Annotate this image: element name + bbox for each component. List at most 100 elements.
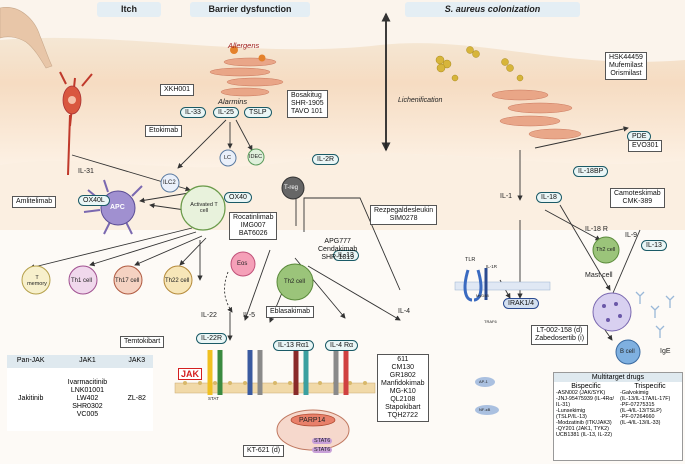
drug-rocatinlimab: Rocatinlimab <box>233 214 274 221</box>
jak-table-jak3: ZL-82 <box>127 395 146 403</box>
pill-il18bp: IL-18BP <box>573 166 609 177</box>
label-stat6-top: STAT6 <box>312 438 333 445</box>
drug-amlitelimab: Amlitelimab <box>12 196 57 209</box>
drug-orismilast: Orismilast <box>610 70 642 78</box>
label-th17-cell: Th17 cell <box>115 278 140 284</box>
drug-eblasakimab: Eblasakimab <box>266 306 315 319</box>
drug-bosakitug: Bosakitug <box>291 92 322 99</box>
label-allergens: Allergens <box>228 41 260 50</box>
bispecific-title: Bispecific <box>571 383 601 390</box>
jak-table-jak1-cell: Ivarmacitinib LNK01001 LW402 SHR0302 VC0… <box>54 368 120 431</box>
trispecific-3: (IL-4/IL-13/TSLP) <box>620 408 662 414</box>
bispecific-0: -ASN002 (JAK/SYK) <box>556 390 606 396</box>
drug-cmk389: CMK-389 <box>622 198 653 206</box>
label-il1: IL-1 <box>500 193 513 200</box>
drug-etokimab: Etokimab <box>145 125 183 138</box>
label-lichenification: Lichenification <box>398 97 443 104</box>
pill-il13ra1: IL-13 Rα1 <box>273 340 314 351</box>
jak-table-header-jak1: JAK1 <box>54 355 121 368</box>
drug-lnk01001: LNK01001 <box>70 387 104 395</box>
label-traf6: TRAF6 <box>484 319 497 324</box>
pill-il4ra: IL-4 Rα <box>325 340 359 351</box>
label-lc: LC <box>224 155 232 161</box>
trispecific-1: (IL-13/IL-17A/IL-17F) <box>620 396 671 402</box>
drug-vc005: VC005 <box>76 411 99 419</box>
label-th2-cell: Th2 cell <box>284 279 306 285</box>
drug-lt002158: LT-002-158 (d) <box>536 327 583 334</box>
drug-manfidokimab: Manfidokimab <box>381 380 425 388</box>
pill-il13: IL-13 <box>333 250 359 261</box>
trispecific-5: (IL-4/IL-13/IL-33) <box>620 420 661 426</box>
drug-shr1819: SHR-1819 <box>321 254 354 262</box>
jak-table-header-pan: Pan-JAK <box>7 355 55 368</box>
bispecific-5: -Modzatinib (ITK/JAK3) <box>556 420 612 426</box>
label-idec: IDEC <box>249 154 263 160</box>
label-treg: T-reg <box>284 185 299 191</box>
jak-inhibitor-table: Pan-JAK JAK1 JAK3 Jakitinib Ivarmacitini… <box>7 355 153 431</box>
drug-611: 611 <box>397 356 409 363</box>
label-mast-cell: Mast cell <box>585 272 613 279</box>
drug-tavo101: TAVO 101 <box>291 108 323 116</box>
pill-il33: IL-33 <box>180 107 206 118</box>
label-apc: APC <box>110 204 125 211</box>
drug-bat6026: BAT6026 <box>238 230 268 238</box>
drug-sim0278: SIM0278 <box>389 215 418 223</box>
label-th22-cell: Th22 cell <box>165 278 190 284</box>
drug-cendakimab: Cendakimab <box>318 246 358 254</box>
label-il9: IL-9 <box>625 232 638 239</box>
drug-hsk-group: HSK44459 Mufemilast Orismilast <box>605 52 647 81</box>
label-tlr: TLR <box>465 257 476 263</box>
drug-rezpeg-group: Rezpegaldesleukin SIM0278 <box>370 205 438 226</box>
label-alarmins: Alarmins <box>218 97 248 106</box>
label-ap1: AP-1 <box>479 379 488 384</box>
drug-ivarmacitinib: Ivarmacitinib <box>67 379 108 387</box>
label-jak: JAK <box>178 368 203 381</box>
pill-il2r: IL-2R <box>312 154 340 165</box>
drug-camoteskimab: Camoteskimab <box>614 190 661 197</box>
pill-ox40l: OX40L <box>78 195 110 206</box>
label-b-cell: B cell <box>620 349 635 355</box>
label-il1r: IL-1R <box>486 264 498 269</box>
trispecific-0: -Galvokimig <box>620 390 649 396</box>
pill-il22r: IL-22R <box>196 333 228 344</box>
drug-il4ra-group: 611 CM130 GR1802 Manfidokimab MG-K10 QL2… <box>377 354 429 423</box>
pill-il18: IL-18 <box>536 192 562 203</box>
drug-hsk44459: HSK44459 <box>609 54 643 61</box>
label-t-memory: T memory <box>27 275 47 288</box>
label-stat: STAT <box>208 396 219 401</box>
drug-gr1802: GR1802 <box>389 372 416 380</box>
label-eos: Eos <box>237 261 248 267</box>
label-ige: IgE <box>660 348 671 355</box>
label-activated-t-cell: Activated T cell <box>190 202 218 215</box>
label-il5: IL-5 <box>243 312 256 319</box>
drug-evo301: EVO301 <box>628 140 663 153</box>
drug-rezpegaldesleukin: Rezpegaldesleukin <box>374 207 434 214</box>
drug-shr0302: SHR0302 <box>72 403 103 411</box>
label-il31: IL-31 <box>78 168 94 175</box>
multitarget-drugs-panel: Multitarget drugs Bispecific -ASN002 (JA… <box>553 372 683 461</box>
drug-tqh2722: TQH2722 <box>387 412 418 420</box>
header-itch: Itch <box>97 2 161 17</box>
drug-kt621: KT-621 (d) <box>243 445 285 458</box>
drug-apg777-group: APG777 Cendakimab SHR-1819 <box>315 237 360 263</box>
trispecific-4: -PF-07264660 <box>620 414 655 420</box>
label-parp14: PARP14 <box>299 417 326 424</box>
drug-mufemilast: Mufemilast <box>609 62 643 70</box>
multitarget-title: Multitarget drugs <box>554 373 682 382</box>
label-myd88: MyD88 <box>476 293 489 298</box>
drug-img007: IMG007 <box>240 222 266 230</box>
header-s-aureus: S. aureus colonization <box>405 2 580 17</box>
drug-rocatinlimab-group: Rocatinlimab IMG007 BAT6026 <box>229 212 278 241</box>
pill-tslp: TSLP <box>244 107 272 118</box>
label-stat6-bottom: STAT6 <box>312 447 333 454</box>
drug-ql2108: QL2108 <box>390 396 416 404</box>
jak-table-pan: Jakitinib <box>18 395 44 403</box>
bispecific-3: -Lunsekimig <box>556 408 586 414</box>
drug-lt002-group: LT-002-158 (d) Zabedosertib (i) <box>531 325 589 346</box>
drug-cm130: CM130 <box>391 364 415 372</box>
label-il18r: IL-18 R <box>585 226 608 233</box>
pill-ox40: OX40 <box>224 192 252 203</box>
trispecific-title: Trispecific <box>634 383 666 390</box>
pill-irak: IRAK1/4 <box>503 298 540 309</box>
label-il22: IL-22 <box>201 312 217 319</box>
